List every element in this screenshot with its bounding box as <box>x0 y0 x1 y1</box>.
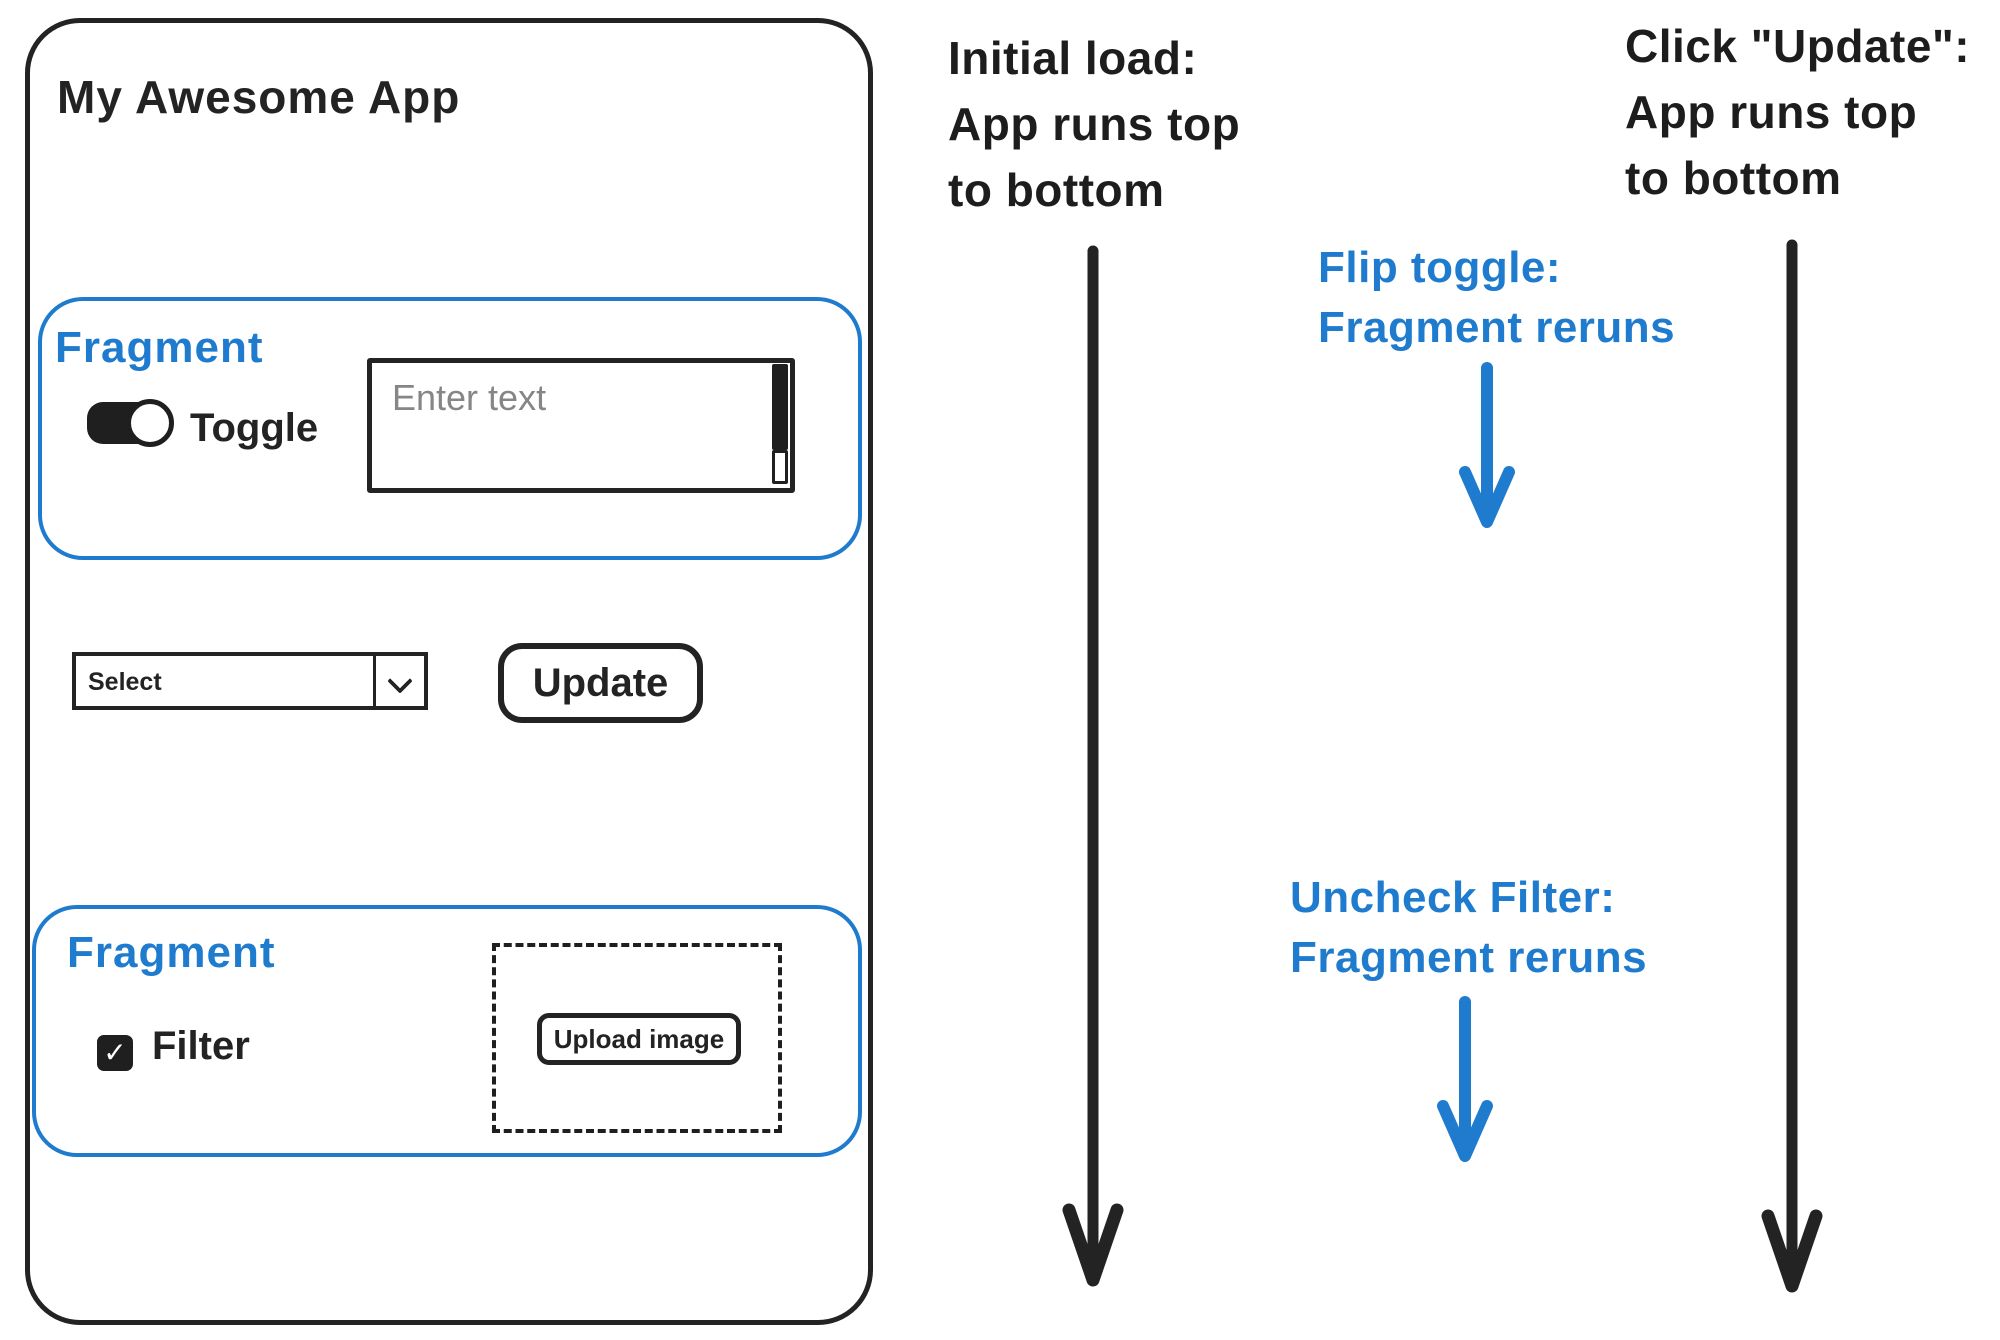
select-value: Select <box>88 668 162 696</box>
filter-checkbox[interactable]: ✓ <box>97 1035 133 1071</box>
app-title: My Awesome App <box>57 71 461 123</box>
note-initial-load: Initial load: App runs top to bottom <box>948 25 1240 223</box>
upload-image-button[interactable]: Upload image <box>537 1013 741 1065</box>
note-line: Initial load: <box>948 32 1198 84</box>
flow-arrow-flip-toggle <box>1459 362 1515 528</box>
note-line: Uncheck Filter: <box>1290 873 1616 922</box>
checkmark-icon: ✓ <box>103 1037 127 1068</box>
select-dropdown[interactable] <box>72 652 428 710</box>
note-line: Fragment reruns <box>1318 303 1676 352</box>
note-uncheck-filter: Uncheck Filter: Fragment reruns <box>1290 868 1647 988</box>
scrollbar-thumb[interactable] <box>772 364 788 450</box>
fragment-label-top: Fragment <box>55 323 264 372</box>
note-click-update: Click "Update": App runs top to bottom <box>1625 13 1970 211</box>
note-line: to bottom <box>1625 152 1842 204</box>
scrollbar-track[interactable] <box>772 450 788 484</box>
note-line: to bottom <box>948 164 1165 216</box>
toggle-label: Toggle <box>190 406 319 450</box>
text-input[interactable] <box>367 358 795 493</box>
note-line: Flip toggle: <box>1318 243 1562 292</box>
note-line: App runs top <box>1625 86 1918 138</box>
select-divider <box>373 654 376 708</box>
note-line: App runs top <box>948 98 1241 150</box>
note-line: Click "Update": <box>1625 20 1971 72</box>
update-button[interactable]: Update <box>498 643 703 723</box>
note-flip-toggle: Flip toggle: Fragment reruns <box>1318 238 1675 358</box>
fragment-label-bottom: Fragment <box>67 928 276 977</box>
flow-arrow-click-update <box>1761 239 1823 1293</box>
filter-label: Filter <box>152 1024 250 1068</box>
note-line: Fragment reruns <box>1290 933 1648 982</box>
flow-arrow-uncheck-filter <box>1437 996 1493 1162</box>
toggle-knob-icon[interactable] <box>126 399 174 447</box>
flow-arrow-initial-load <box>1062 245 1124 1287</box>
